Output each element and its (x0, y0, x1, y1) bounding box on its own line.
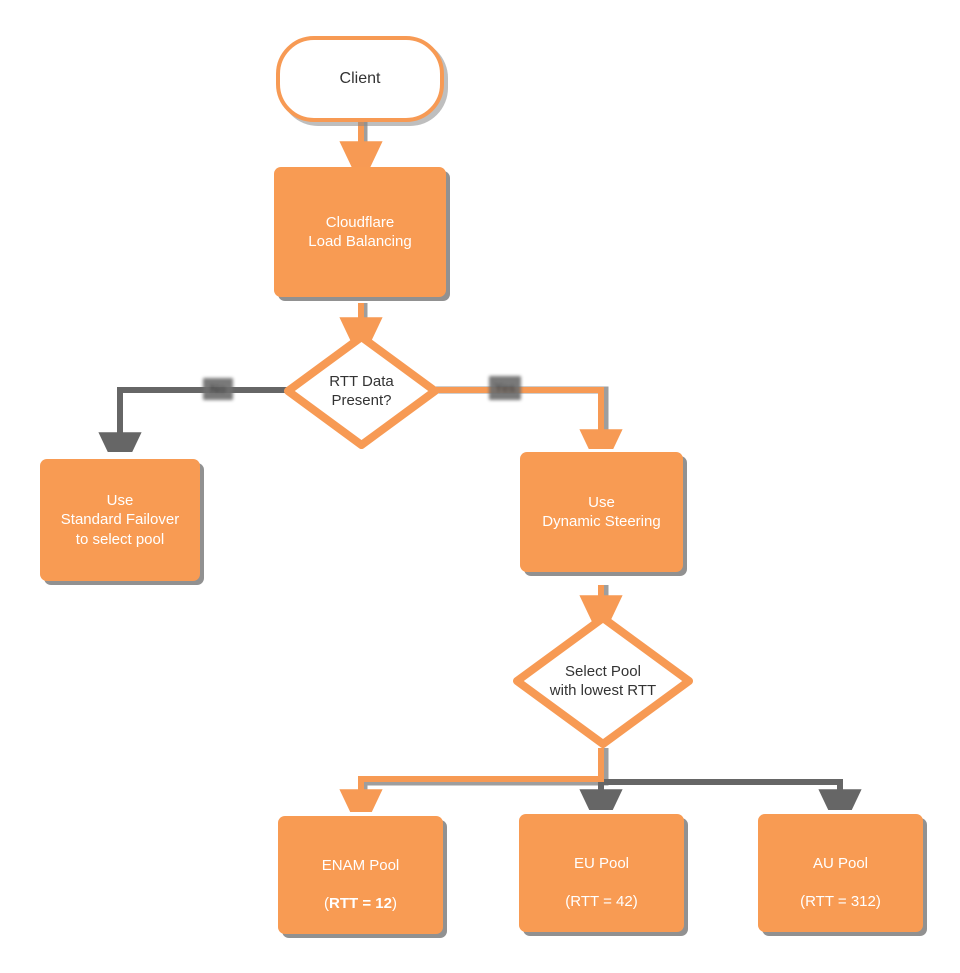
node-standard-failover-label: Use Standard Failover to select pool (60, 492, 180, 548)
eu-pool-paren-close: ) (632, 893, 638, 911)
eu-pool-paren-open: ( (565, 893, 571, 911)
node-enam-pool[interactable]: ENAM Pool (RTT = 12) (278, 816, 443, 934)
select-pool-shape (513, 614, 693, 748)
node-au-pool[interactable]: AU Pool (RTT = 312) (758, 814, 923, 932)
node-rtt-decision[interactable]: RTT Data Present? (284, 333, 439, 449)
node-select-pool-label: Select Pool with lowest RTT (549, 662, 657, 700)
node-standard-failover[interactable]: Use Standard Failover to select pool (40, 459, 200, 581)
inactive-edges (98, 387, 862, 835)
node-eu-pool-label: EU Pool (RTT = 42) (565, 835, 637, 912)
edge-label-rtt-no: No (203, 378, 233, 400)
node-dynamic-steering-label: Use Dynamic Steering (542, 493, 661, 530)
node-dynamic-steering[interactable]: Use Dynamic Steering (520, 452, 683, 572)
node-select-pool[interactable]: Select Pool with lowest RTT (513, 614, 693, 748)
au-pool-paren-close: ) (875, 893, 881, 911)
rtt-decision-shape (284, 333, 439, 449)
node-enam-pool-label: ENAM Pool (RTT = 12) (322, 837, 400, 914)
node-client-label: Client (339, 69, 381, 87)
edge-select-au (601, 779, 862, 835)
au-pool-paren-open: ( (800, 893, 806, 911)
edge-label-rtt-yes: Yes (489, 376, 521, 400)
node-load-balancing-label: Cloudflare Load Balancing (308, 213, 412, 250)
enam-pool-paren-open: ( (324, 895, 330, 913)
node-rtt-decision-label: RTT Data Present? (329, 372, 394, 410)
eu-pool-name: EU Pool (573, 854, 630, 872)
node-au-pool-label: AU Pool (RTT = 312) (800, 835, 881, 912)
node-eu-pool[interactable]: EU Pool (RTT = 42) (519, 814, 684, 932)
edge-select-enam (339, 748, 604, 835)
au-pool-name: AU Pool (812, 854, 869, 872)
node-client[interactable]: Client (276, 36, 444, 122)
enam-pool-name: ENAM Pool (321, 856, 400, 874)
node-load-balancing[interactable]: Cloudflare Load Balancing (274, 167, 446, 297)
enam-pool-rtt: RTT = 12 (329, 895, 392, 913)
eu-pool-rtt: RTT = 42 (570, 893, 633, 911)
enam-pool-paren-close: ) (391, 895, 397, 913)
au-pool-rtt: RTT = 312 (805, 893, 876, 911)
